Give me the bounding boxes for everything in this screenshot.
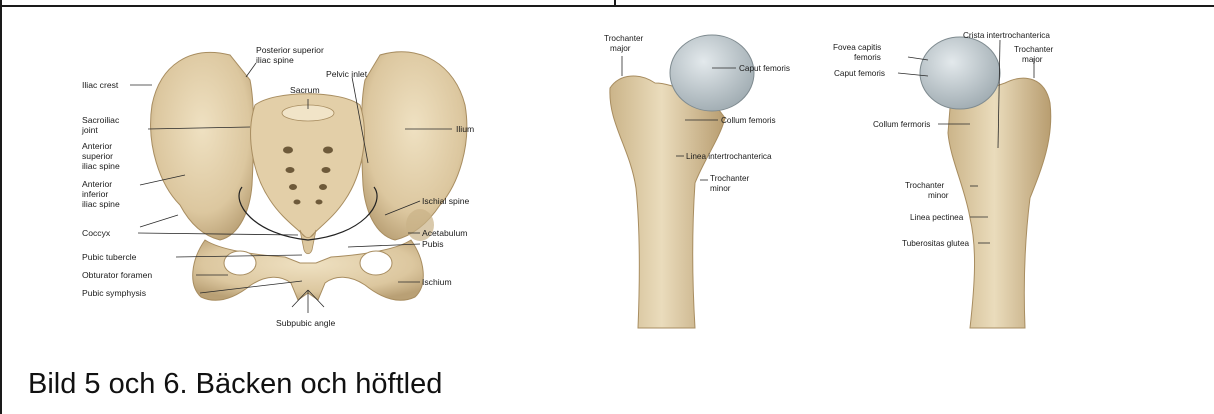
label-asis-3: iliac spine	[82, 161, 120, 171]
label-sacrum: Sacrum	[290, 85, 320, 95]
label-pubic-tubercle: Pubic tubercle	[82, 252, 137, 262]
label-subpubic-angle: Subpubic angle	[276, 318, 335, 328]
label-aiis-3: iliac spine	[82, 199, 120, 209]
label-aiis-1: Anterior	[82, 179, 112, 189]
label-linea-intertrochanterica: Linea intertrochanterica	[686, 152, 772, 161]
label-linea-pectinea: Linea pectinea	[910, 213, 964, 222]
label-trochanter-minor-front-1: Trochanter	[710, 174, 750, 183]
figure-caption: Bild 5 och 6. Bäcken och höftled	[28, 368, 442, 401]
label-coccyx: Coccyx	[82, 228, 111, 238]
label-asis-1: Anterior	[82, 141, 112, 151]
label-caput-femoris-back: Caput femoris	[834, 69, 885, 78]
label-asis-2: superior	[82, 151, 113, 161]
label-pubic-symphysis: Pubic symphysis	[82, 288, 146, 298]
femur-front-bone	[610, 76, 725, 328]
label-trochanter-major-front-2: major	[610, 44, 631, 53]
label-acetabulum: Acetabulum	[422, 228, 467, 238]
label-trochanter-minor-front-2: minor	[710, 184, 731, 193]
label-trochanter-minor-back-1: Trochanter	[905, 181, 945, 190]
femur-anterior-figure: Trochanter major Caput femoris Collum fe…	[600, 28, 830, 328]
table-left-border	[0, 0, 2, 414]
label-sacroiliac-2: joint	[81, 125, 98, 135]
label-ischial-spine: Ischial spine	[422, 196, 470, 206]
table-top-border	[0, 5, 1214, 7]
label-trochanter-major-front-1: Trochanter	[604, 34, 644, 43]
label-pelvic-inlet: Pelvic inlet	[326, 69, 368, 79]
label-pubis: Pubis	[422, 239, 444, 249]
label-trochanter-major-back-2: major	[1022, 55, 1043, 64]
left-ilium	[151, 52, 254, 240]
label-ilium: Ilium	[456, 124, 474, 134]
label-iliac-crest: Iliac crest	[82, 80, 119, 90]
caput-femoris-front	[670, 35, 754, 111]
label-collum-femoris-front: Collum femoris	[721, 116, 776, 125]
label-fovea-2: femoris	[854, 53, 881, 62]
femur-posterior-figure: Crista intertrochanterica Fovea capitis …	[830, 28, 1080, 328]
pelvis-figure: Posterior superior iliac spine Iliac cre…	[80, 35, 540, 335]
label-aiis-2: inferior	[82, 189, 108, 199]
label-trochanter-minor-back-2: minor	[928, 191, 949, 200]
table-column-divider	[614, 0, 616, 6]
right-obturator-foramen	[360, 251, 392, 275]
label-caput-femoris-front: Caput femoris	[739, 64, 790, 73]
label-tuberositas-glutea: Tuberositas glutea	[902, 239, 970, 248]
label-psis-1: Posterior superior	[256, 45, 324, 55]
label-psis-2: iliac spine	[256, 55, 294, 65]
label-fovea-1: Fovea capitis	[833, 43, 881, 52]
label-collum-fermoris: Collum fermoris	[873, 120, 930, 129]
caput-femoris-back	[920, 37, 1000, 109]
label-sacroiliac-1: Sacroiliac	[82, 115, 120, 125]
femur-back-bone	[948, 78, 1051, 328]
label-ischium: Ischium	[422, 277, 452, 287]
left-obturator-foramen	[224, 251, 256, 275]
label-crista-intertrochanterica: Crista intertrochanterica	[963, 31, 1050, 40]
label-obturator: Obturator foramen	[82, 270, 152, 280]
label-trochanter-major-back-1: Trochanter	[1014, 45, 1054, 54]
